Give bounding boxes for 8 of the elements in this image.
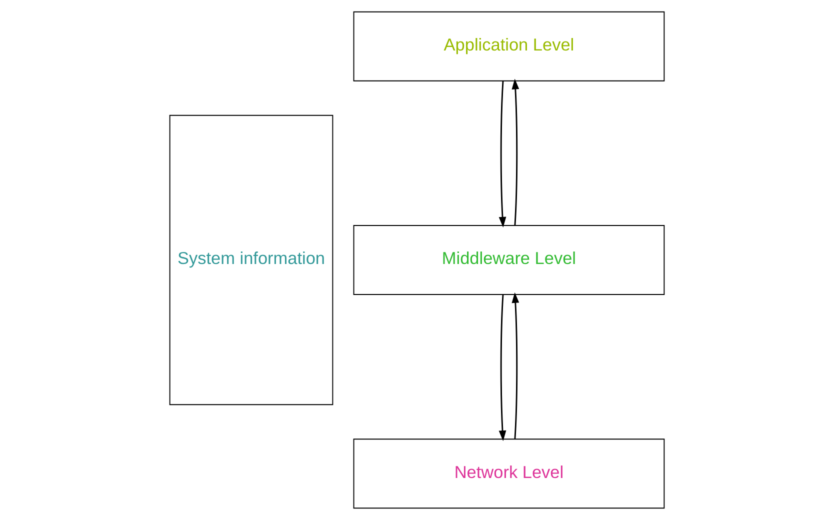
- node-box: Middleware Level: [352, 225, 664, 295]
- node-box: System information: [168, 114, 333, 406]
- arrow: [498, 294, 506, 442]
- arrow: [498, 80, 506, 228]
- node-box: Application Level: [352, 11, 664, 82]
- arrow: [511, 292, 519, 439]
- arrow: [511, 78, 519, 226]
- node-box: Network Level: [352, 438, 664, 509]
